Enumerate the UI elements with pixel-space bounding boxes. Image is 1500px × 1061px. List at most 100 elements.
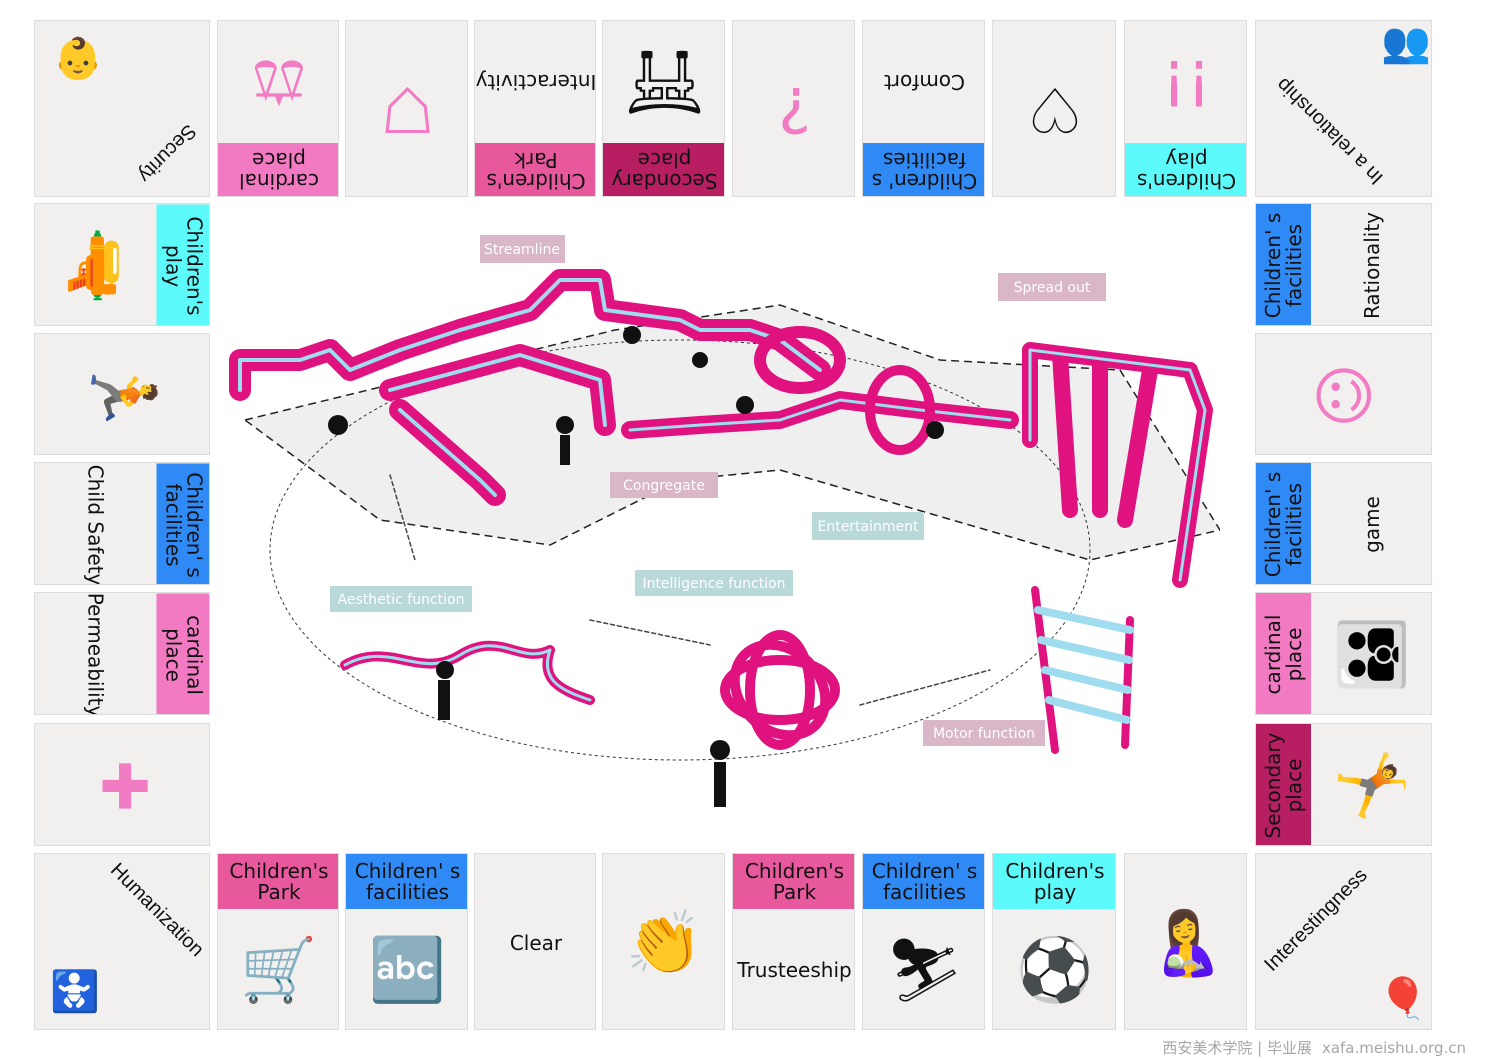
tile-body: 🛒 (218, 909, 338, 1029)
tile-interestingness[interactable]: Interestingness🎈 (1255, 853, 1432, 1030)
svg-text:Entertainment: Entertainment (817, 519, 919, 535)
tile-content: Children' s facilities game (1256, 463, 1431, 584)
tile-content: Children's Park🛒 (218, 854, 338, 1029)
tile-body: 🤸 (1311, 724, 1431, 845)
baby-hand-icon: 👶 (53, 36, 103, 82)
tile-content: cardinal place ⚖ (218, 21, 338, 196)
tile-content: Children's play⚽ (993, 854, 1115, 1029)
tile-body: 👏 (603, 854, 724, 1029)
tile-content: 👏 (603, 854, 724, 1029)
tile-in-a-relationship[interactable]: In a relationship 👥 (1255, 20, 1432, 197)
aesthetic-wave (340, 640, 595, 705)
crawling-baby-icon: 🚼 (50, 969, 100, 1015)
tile-clear[interactable]: Clear (474, 853, 596, 1030)
tile-security[interactable]: Security👶 (34, 20, 210, 197)
tile-label: Children's Park (733, 854, 854, 909)
tile-cardinal-place[interactable]: cardinal place ⚖ (217, 20, 339, 197)
kids-playing-icon: 🤸 (1335, 746, 1408, 825)
tile-body: Comfort (863, 21, 984, 143)
tile-children-s-park[interactable]: Children's Park🛒 (217, 853, 339, 1030)
callout-aesthetic: Aesthetic function (330, 586, 472, 612)
tile-children-s-play[interactable]: Children's play!! (1124, 20, 1247, 197)
tile-content: ? (733, 21, 854, 196)
tile-children-s-facilities[interactable]: Children' s facilities🔤 (345, 853, 468, 1030)
tile-children-s-facilities[interactable]: Children' s facilities⛷ (862, 853, 985, 1030)
tile-game[interactable]: Children' s facilities game (1255, 462, 1432, 585)
tile-label: Children's play (156, 204, 209, 325)
tile-body: 👪 (1311, 593, 1431, 714)
tile-family-icon[interactable]: ☺ (1255, 333, 1432, 455)
tile-body: ☺ (1256, 334, 1431, 454)
tile-body: 🤱 (1125, 854, 1246, 1029)
tile-puzzle-icon[interactable]: ✚ (34, 723, 210, 846)
callout-spread-out: Spread out (998, 273, 1106, 301)
tile-content: 🤱 (1125, 854, 1246, 1029)
tile-content: ☺ (1256, 334, 1431, 454)
callout-congregate: Congregate (610, 472, 718, 498)
spring-coil (754, 326, 846, 394)
tile-content: Secondary place 🤸 (1256, 724, 1431, 845)
tile-running-child-icon[interactable]: 🏃 (34, 333, 210, 455)
tile-label: Children' s facilities (346, 854, 467, 909)
tile-text: Interestingness (1260, 864, 1372, 976)
tile-text: game (1360, 496, 1384, 553)
tile-hands-heart-icon[interactable]: ♡ (992, 20, 1116, 197)
running-child-icon: 🏃 (87, 356, 160, 434)
tile-label: Children's play (993, 854, 1115, 909)
parent-child-icon: 👪 (1335, 615, 1408, 694)
playground-icon: ⛩ (625, 46, 704, 119)
svg-text:Intelligence function: Intelligence function (642, 576, 785, 592)
tile-text: Permeability (83, 592, 108, 715)
watermark-url: xafa.meishu.org.cn (1321, 1039, 1466, 1057)
tile-body: ⚽ (993, 909, 1115, 1029)
tile-secondary-place[interactable]: Secondary place 🤸 (1255, 723, 1432, 846)
tile-content: cardinal place Permeability (35, 592, 209, 715)
tile-content: Children's play🔫 (35, 204, 209, 325)
tile-mother-child-icon[interactable]: 🤱 (1124, 853, 1247, 1030)
tile-cardinal-place[interactable]: cardinal place👪 (1255, 592, 1432, 715)
couple-icon: 👥 (1381, 20, 1431, 66)
tile-clapping-hands-icon[interactable]: 👏 (602, 853, 725, 1030)
tile-children-s-play[interactable]: Children's play🔫 (34, 203, 210, 326)
hands-heart-icon: ♡ (1027, 73, 1083, 147)
tile-content: Secondary place⛩ (603, 21, 724, 196)
entertainment-tube-core (628, 398, 1012, 432)
swing-icon: ⚖ (251, 46, 307, 119)
tile-label: cardinal place (218, 143, 338, 196)
callout-entertainment: Entertainment (812, 512, 924, 540)
tile-body: ✚ (35, 724, 209, 845)
tile-humanization[interactable]: Humanization🚼 (34, 853, 210, 1030)
tile-body: 🏃 (35, 334, 209, 454)
tile-secondary-place[interactable]: Secondary place⛩ (602, 20, 725, 197)
tile-permeability[interactable]: cardinal place Permeability (34, 592, 210, 715)
tile-label: Children' s facilities (1256, 463, 1311, 584)
tile-text: In a relationship (1272, 73, 1388, 189)
tile-body: ⛷ (863, 909, 984, 1029)
aesthetic-wave-core (343, 644, 592, 702)
tile-body: 🔫 (35, 204, 156, 325)
clapping-hands-icon: 👏 (625, 905, 704, 979)
svg-text:Motor function: Motor function (933, 726, 1035, 742)
tile-text: Comfort (883, 70, 966, 94)
tile-question-icon[interactable]: ? (732, 20, 855, 197)
tile-label: cardinal place (156, 593, 209, 714)
tile-children-s-play[interactable]: Children's play⚽ (992, 853, 1116, 1030)
tile-label: Children's Park (475, 143, 595, 196)
svg-text:Congregate: Congregate (623, 478, 705, 494)
stroller-icon: 🛒 (240, 933, 318, 1006)
tile-label: Secondary place (1256, 724, 1311, 845)
tile-content: ⛉ (346, 21, 467, 196)
tile-body: ⛉ (346, 21, 467, 196)
tile-body: game (1311, 463, 1431, 584)
callout-streamline: Streamline (480, 235, 565, 263)
callout-motor: Motor function (923, 720, 1045, 746)
tile-shield-icon[interactable]: ⛉ (345, 20, 468, 197)
tile-content: Clear (475, 854, 595, 1029)
